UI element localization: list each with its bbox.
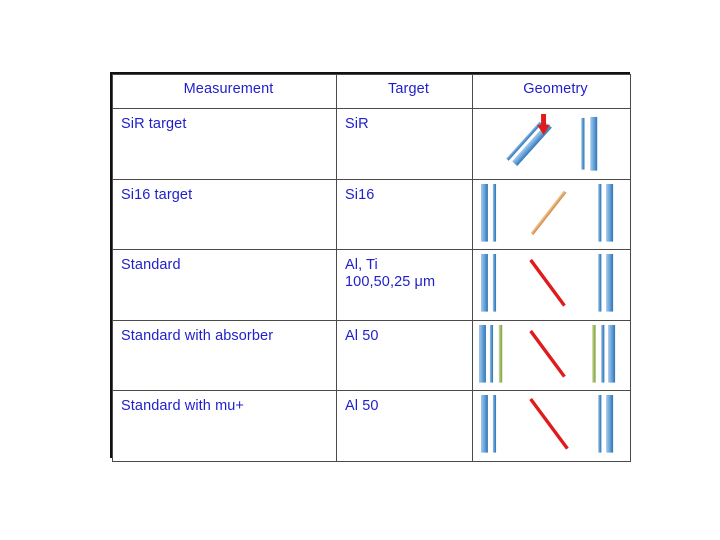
measurement-label: Standard with mu+ [121, 398, 245, 415]
target-foil-icon [529, 398, 569, 450]
cell-target: Al 50 [336, 390, 473, 462]
detector-bar-icon [608, 324, 616, 383]
target-label: Si16 [345, 186, 375, 203]
column-header-geometry-label: Geometry [523, 81, 588, 97]
cell-geometry [472, 249, 631, 321]
column-header-target: Target [336, 74, 473, 109]
cell-target: Al, Ti 100,50,25 μm [336, 249, 473, 321]
target-label: Al, Ti 100,50,25 μm [345, 257, 436, 291]
detector-bar-icon [598, 395, 602, 453]
cell-geometry [472, 178, 631, 251]
detector-bar-icon [601, 324, 605, 383]
cell-measurement: Standard with absorber [112, 319, 337, 392]
detector-bar-icon [480, 395, 488, 453]
geometry-table: Measurement Target Geometry SiR target [110, 72, 631, 462]
detector-bar-icon [598, 183, 602, 242]
cell-target: Si16 [336, 178, 473, 251]
detector-bar-icon [606, 254, 614, 312]
cell-measurement: Si16 target [112, 178, 337, 251]
table-row: Standard with mu+ Al 50 [112, 390, 631, 462]
detector-bar-icon [598, 254, 602, 312]
geometry-standard-absorber [473, 321, 630, 391]
cell-measurement: Standard with mu+ [112, 390, 337, 462]
cell-target: SiR [336, 108, 473, 180]
cell-geometry [472, 319, 631, 392]
column-header-measurement-label: Measurement [183, 81, 274, 97]
cell-geometry [472, 390, 631, 462]
detector-bar-icon [606, 395, 614, 453]
target-label: SiR [345, 116, 369, 132]
detector-bar-icon [492, 183, 497, 242]
absorber-bar-icon [592, 324, 596, 383]
column-header-geometry: Geometry [472, 74, 631, 109]
target-foil-icon [529, 329, 566, 378]
measurement-label: Standard [121, 257, 181, 274]
target-foil-icon [529, 259, 566, 307]
detector-bar-icon [480, 183, 488, 242]
arrow-down-icon [537, 113, 551, 135]
detector-bar-icon [590, 116, 598, 171]
geometry-standard-mu-plus [473, 391, 630, 461]
detector-bar-icon [478, 324, 486, 383]
detector-bar-icon [489, 324, 494, 383]
detector-bar-icon [512, 122, 552, 167]
table-row: Standard Al, Ti 100,50,25 μm [112, 249, 631, 321]
cell-target: Al 50 [336, 319, 473, 392]
column-header-measurement: Measurement [112, 74, 337, 109]
table-row: Si16 target Si16 [112, 178, 631, 251]
target-label: Al 50 [345, 327, 379, 344]
absorber-bar-icon [498, 324, 503, 383]
detector-bar-icon [492, 254, 497, 312]
table-row: SiR target SiR [112, 108, 631, 180]
measurement-label: SiR target [121, 116, 187, 132]
detector-bar-icon [506, 121, 542, 161]
measurement-label: Si16 target [121, 186, 193, 203]
cell-measurement: Standard [112, 249, 337, 321]
measurement-label: Standard with absorber [121, 327, 274, 344]
column-header-target-label: Target [388, 81, 429, 97]
table-row: Standard with absorber Al 50 [112, 319, 631, 392]
cell-geometry [472, 108, 631, 180]
cell-measurement: SiR target [112, 108, 337, 180]
table-header-row: Measurement Target Geometry [112, 74, 631, 109]
detector-bar-icon [492, 395, 497, 453]
detector-bar-icon [480, 254, 488, 312]
geometry-sir-target [473, 109, 630, 179]
geometry-si16-target [473, 180, 630, 250]
target-foil-icon [530, 190, 567, 235]
detector-bar-icon [606, 183, 614, 242]
detector-bar-icon [581, 117, 585, 170]
geometry-standard [473, 250, 630, 320]
target-label: Al 50 [345, 398, 379, 415]
